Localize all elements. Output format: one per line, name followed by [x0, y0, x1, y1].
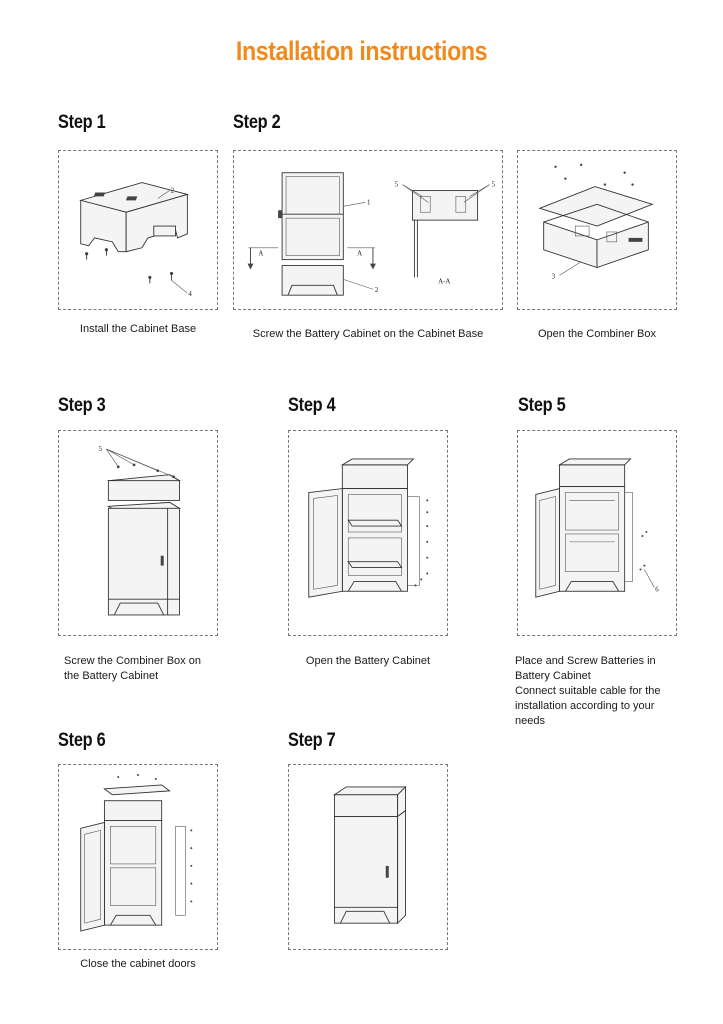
step-6-illustration: [58, 764, 218, 950]
caption-screw-combiner-line-2: the Battery Cabinet: [64, 670, 159, 682]
caption-place-line-2: Battery Cabinet: [515, 670, 591, 682]
part-label-5-right: 5: [491, 182, 495, 189]
section-label-a-left: A: [258, 251, 263, 258]
battery-cabinet-open-drawing: [308, 458, 429, 598]
step-4-heading: Step 4: [288, 395, 336, 416]
part-label-5-left: 5: [395, 182, 399, 189]
step-2-combiner-illustration: 3: [517, 150, 677, 310]
caption-place-line-1: Place and Screw Batteries in: [515, 655, 656, 667]
closed-cabinet-drawing: [332, 785, 407, 925]
step-1-heading: Step 1: [58, 112, 106, 133]
caption-install-base: Install the Cabinet Base: [79, 323, 197, 335]
part-label-6: 6: [655, 586, 659, 593]
step-7-heading: Step 7: [288, 730, 336, 751]
step-4-illustration: [288, 430, 448, 636]
part-label-2: 2: [171, 187, 175, 194]
step-7-illustration: [288, 764, 448, 950]
caption-close-doors: Close the cabinet doors: [80, 958, 196, 970]
caption-place-line-5: needs: [515, 715, 545, 727]
step-6-heading: Step 6: [58, 730, 106, 751]
caption-screw-combiner: Screw the Combiner Box on the Battery Ca…: [64, 654, 234, 684]
caption-place-line-3: Connect suitable cable for the: [515, 685, 661, 697]
caption-screw-combiner-line-1: Screw the Combiner Box on: [64, 655, 201, 667]
caption-open-combiner: Open the Combiner Box: [537, 328, 656, 340]
part-label-1: 1: [367, 199, 371, 206]
part-label-4: 4: [188, 291, 192, 298]
close-doors-drawing: [80, 774, 193, 932]
step-2-heading: Step 2: [233, 112, 281, 133]
section-label-a-right: A: [357, 251, 362, 258]
step-3-illustration: 5: [58, 430, 218, 636]
combiner-box-open-drawing: 3: [538, 163, 654, 280]
cabinet-base-drawing: 2 4: [79, 182, 192, 298]
part-label-2: 2: [375, 287, 379, 294]
step-5-illustration: 6: [517, 430, 677, 636]
caption-place-batteries: Place and Screw Batteries in Battery Cab…: [515, 654, 695, 729]
battery-cabinet-on-base-drawing: 1 2 A A 5 5 A-A: [247, 172, 495, 296]
step-5-heading: Step 5: [518, 395, 566, 416]
part-label-5: 5: [99, 446, 103, 453]
caption-screw-cabinet: Screw the Battery Cabinet on the Cabinet…: [252, 328, 484, 340]
batteries-installed-drawing: 6: [535, 458, 659, 598]
caption-place-line-4: installation according to your: [515, 700, 655, 712]
caption-open-battery: Open the Battery Cabinet: [305, 655, 431, 667]
step-1-illustration: 2 4: [58, 150, 218, 310]
step-3-heading: Step 3: [58, 395, 106, 416]
page-title: Installation instructions: [235, 36, 488, 66]
part-label-3: 3: [552, 273, 556, 280]
combiner-on-cabinet-drawing: 5: [99, 446, 181, 616]
section-label-aa: A-A: [438, 278, 450, 285]
step-2-illustration: 1 2 A A 5 5 A-A: [233, 150, 503, 310]
